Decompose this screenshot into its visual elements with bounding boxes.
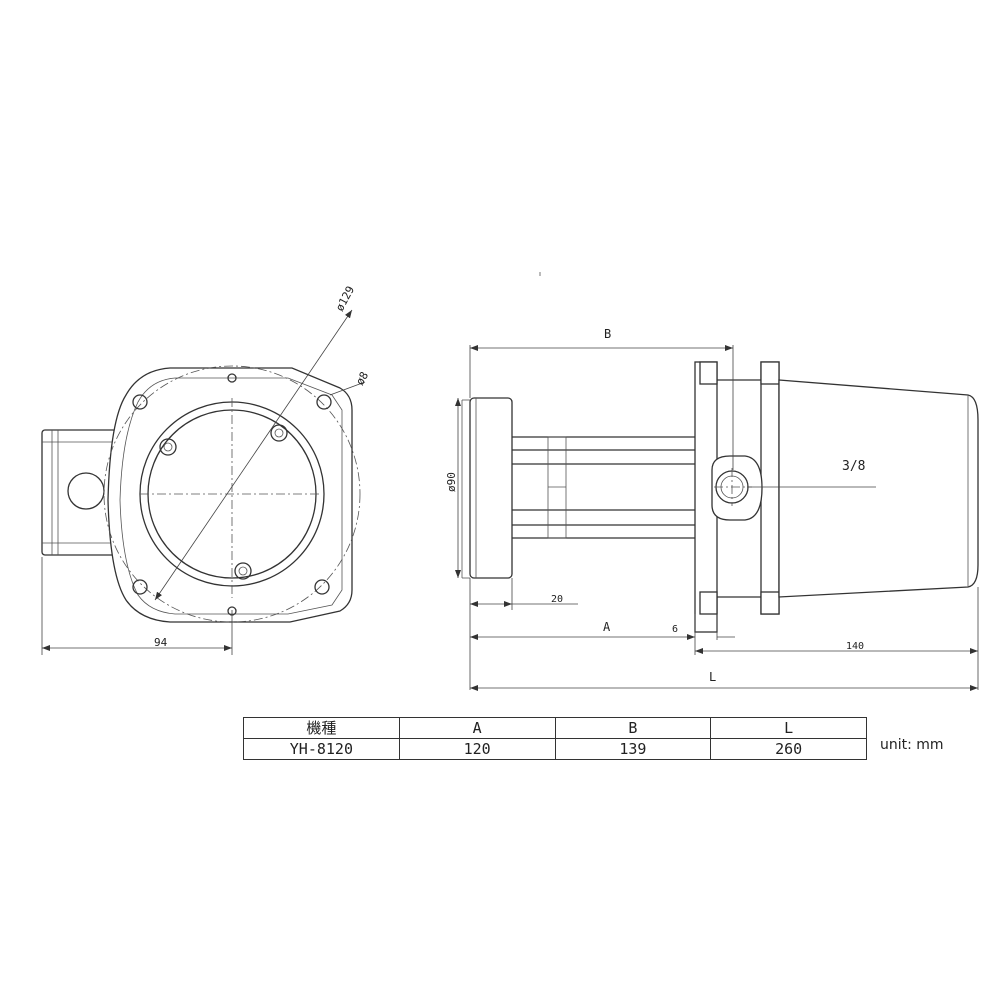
dim-flange-thk-label: 20 — [551, 594, 563, 605]
unit-note: unit: mm — [880, 737, 944, 753]
cell-model: YH-8120 — [243, 738, 400, 760]
outlet-thread-label: 3/8 — [842, 459, 865, 474]
spec-table: 機種 A B L YH-8120 120 139 260 — [243, 717, 867, 760]
side-view — [455, 272, 979, 691]
dim-flange-dia-label: ø90 — [445, 472, 458, 492]
dim-hole-label: ø8 — [353, 370, 371, 388]
header-b: B — [554, 717, 712, 739]
dim-l-label: L — [709, 670, 716, 684]
dim-width-label: 94 — [154, 636, 168, 649]
outlet-port — [711, 455, 763, 521]
dim-a-label: A — [603, 620, 611, 634]
terminal-box — [41, 429, 117, 556]
dim-gap-label: 6 — [672, 624, 678, 635]
dim-pcd-label: ø129 — [333, 284, 357, 314]
header-a: A — [398, 717, 556, 739]
cell-b: 139 — [554, 738, 712, 760]
header-l: L — [710, 717, 867, 739]
cell-l: 260 — [710, 738, 867, 760]
dim-motor-label: 140 — [846, 641, 864, 652]
column-tubes — [512, 436, 695, 539]
suction-flange — [461, 397, 513, 579]
base-plates — [694, 361, 780, 633]
header-model: 機種 — [243, 717, 400, 739]
table-header-row: 機種 A B L — [243, 717, 867, 739]
table-row: YH-8120 120 139 260 — [243, 738, 867, 760]
front-view — [41, 309, 366, 655]
motor-body — [778, 379, 979, 598]
dim-b-label: B — [604, 327, 611, 341]
cell-a: 120 — [398, 738, 556, 760]
